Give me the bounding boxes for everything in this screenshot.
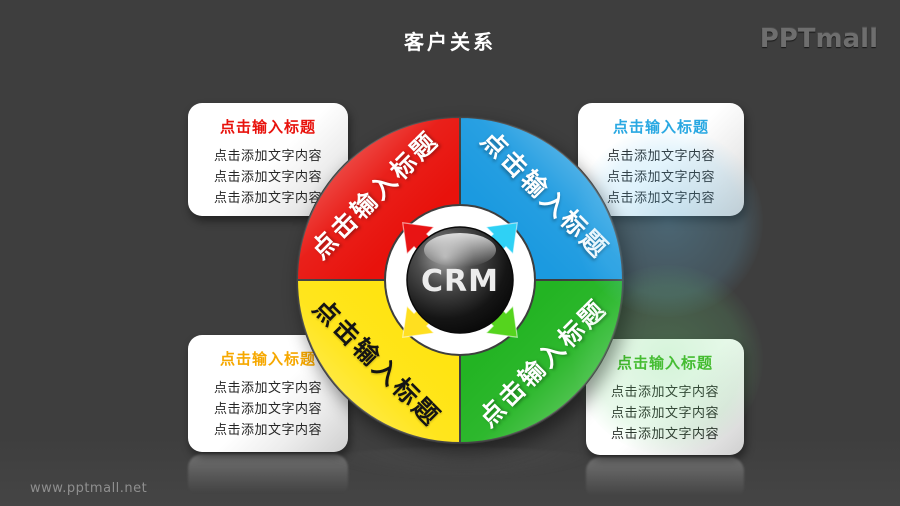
crm-label: CRM	[421, 264, 499, 299]
segment-gloss	[460, 280, 623, 443]
card-reflection	[586, 457, 744, 501]
textbox-line: 点击添加文字内容	[213, 191, 322, 206]
textbox-line: 点击添加文字内容	[606, 149, 715, 164]
textbox-line: 点击添加文字内容	[213, 423, 322, 438]
textbox-line: 点击添加文字内容	[606, 170, 715, 185]
textbox-body[interactable]: 点击添加文字内容 点击添加文字内容 点击添加文字内容	[586, 146, 736, 209]
textbox-line: 点击添加文字内容	[610, 427, 719, 442]
textbox-line: 点击添加文字内容	[606, 191, 715, 206]
page-title: 客户关系	[404, 30, 496, 54]
donut-reflection	[312, 447, 608, 481]
textbox-bottom-right[interactable]: 点击输入标题 点击添加文字内容 点击添加文字内容 点击添加文字内容	[586, 339, 744, 455]
textbox-top-left[interactable]: 点击输入标题 点击添加文字内容 点击添加文字内容 点击添加文字内容	[188, 103, 348, 216]
textbox-title[interactable]: 点击输入标题	[612, 118, 709, 136]
crm-diagram: 点击输入标题 点击输入标题 点击输入标题 点击输入标题 CRM	[295, 115, 625, 445]
textbox-body[interactable]: 点击添加文字内容 点击添加文字内容 点击添加文字内容	[594, 382, 736, 445]
textbox-line: 点击添加文字内容	[213, 149, 322, 164]
textbox-line: 点击添加文字内容	[213, 381, 322, 396]
segment-gloss	[297, 117, 460, 280]
pptmall-logo: PPTmall	[759, 24, 878, 54]
card-reflection	[188, 454, 348, 498]
textbox-body[interactable]: 点击添加文字内容 点击添加文字内容 点击添加文字内容	[196, 378, 340, 441]
segment-gloss	[460, 117, 623, 280]
segment-gloss	[297, 280, 460, 443]
textbox-title[interactable]: 点击输入标题	[616, 354, 713, 372]
watermark-url: www.pptmall.net	[30, 481, 148, 496]
sphere-highlight	[424, 233, 496, 267]
textbox-top-right[interactable]: 点击输入标题 点击添加文字内容 点击添加文字内容 点击添加文字内容	[578, 103, 744, 216]
textbox-line: 点击添加文字内容	[213, 170, 322, 185]
textbox-body[interactable]: 点击添加文字内容 点击添加文字内容 点击添加文字内容	[196, 146, 340, 209]
textbox-title[interactable]: 点击输入标题	[219, 350, 316, 368]
textbox-line: 点击添加文字内容	[610, 406, 719, 421]
textbox-title[interactable]: 点击输入标题	[219, 118, 316, 136]
textbox-line: 点击添加文字内容	[610, 385, 719, 400]
textbox-line: 点击添加文字内容	[213, 402, 322, 417]
